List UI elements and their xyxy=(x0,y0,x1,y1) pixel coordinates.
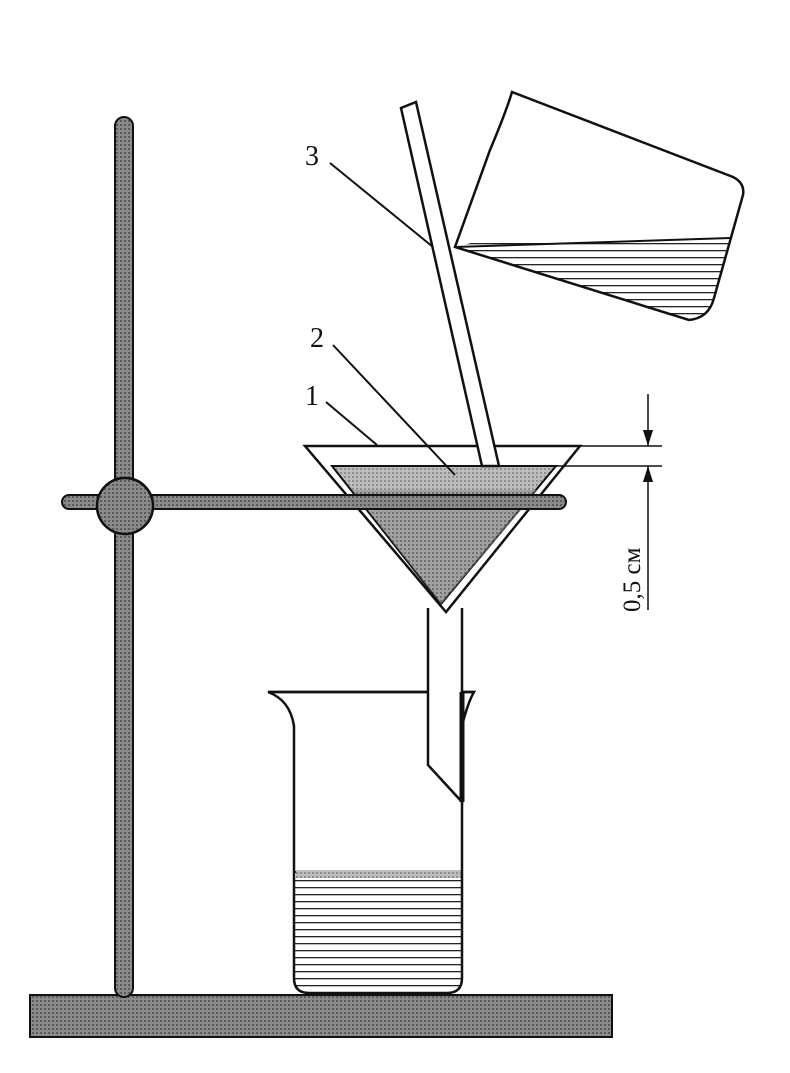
leader-line-3 xyxy=(329,162,434,248)
pouring-beaker xyxy=(453,90,745,322)
leader-line-2 xyxy=(332,344,456,476)
leader-line-1 xyxy=(325,401,378,446)
funnel-stem xyxy=(426,608,464,806)
dimension-label: 0,5 см xyxy=(619,547,646,612)
label-filter-paper: 2 xyxy=(310,323,324,354)
stand-rod xyxy=(114,116,134,998)
clamp-arm xyxy=(61,494,567,510)
label-glass-rod: 3 xyxy=(305,141,319,172)
stand-base xyxy=(29,994,613,1038)
dimension-marker: 0,5 см xyxy=(548,394,662,612)
glass-rod xyxy=(399,100,501,468)
label-funnel: 1 xyxy=(305,381,319,412)
receiving-beaker xyxy=(267,690,477,995)
clamp-boss xyxy=(95,476,155,536)
